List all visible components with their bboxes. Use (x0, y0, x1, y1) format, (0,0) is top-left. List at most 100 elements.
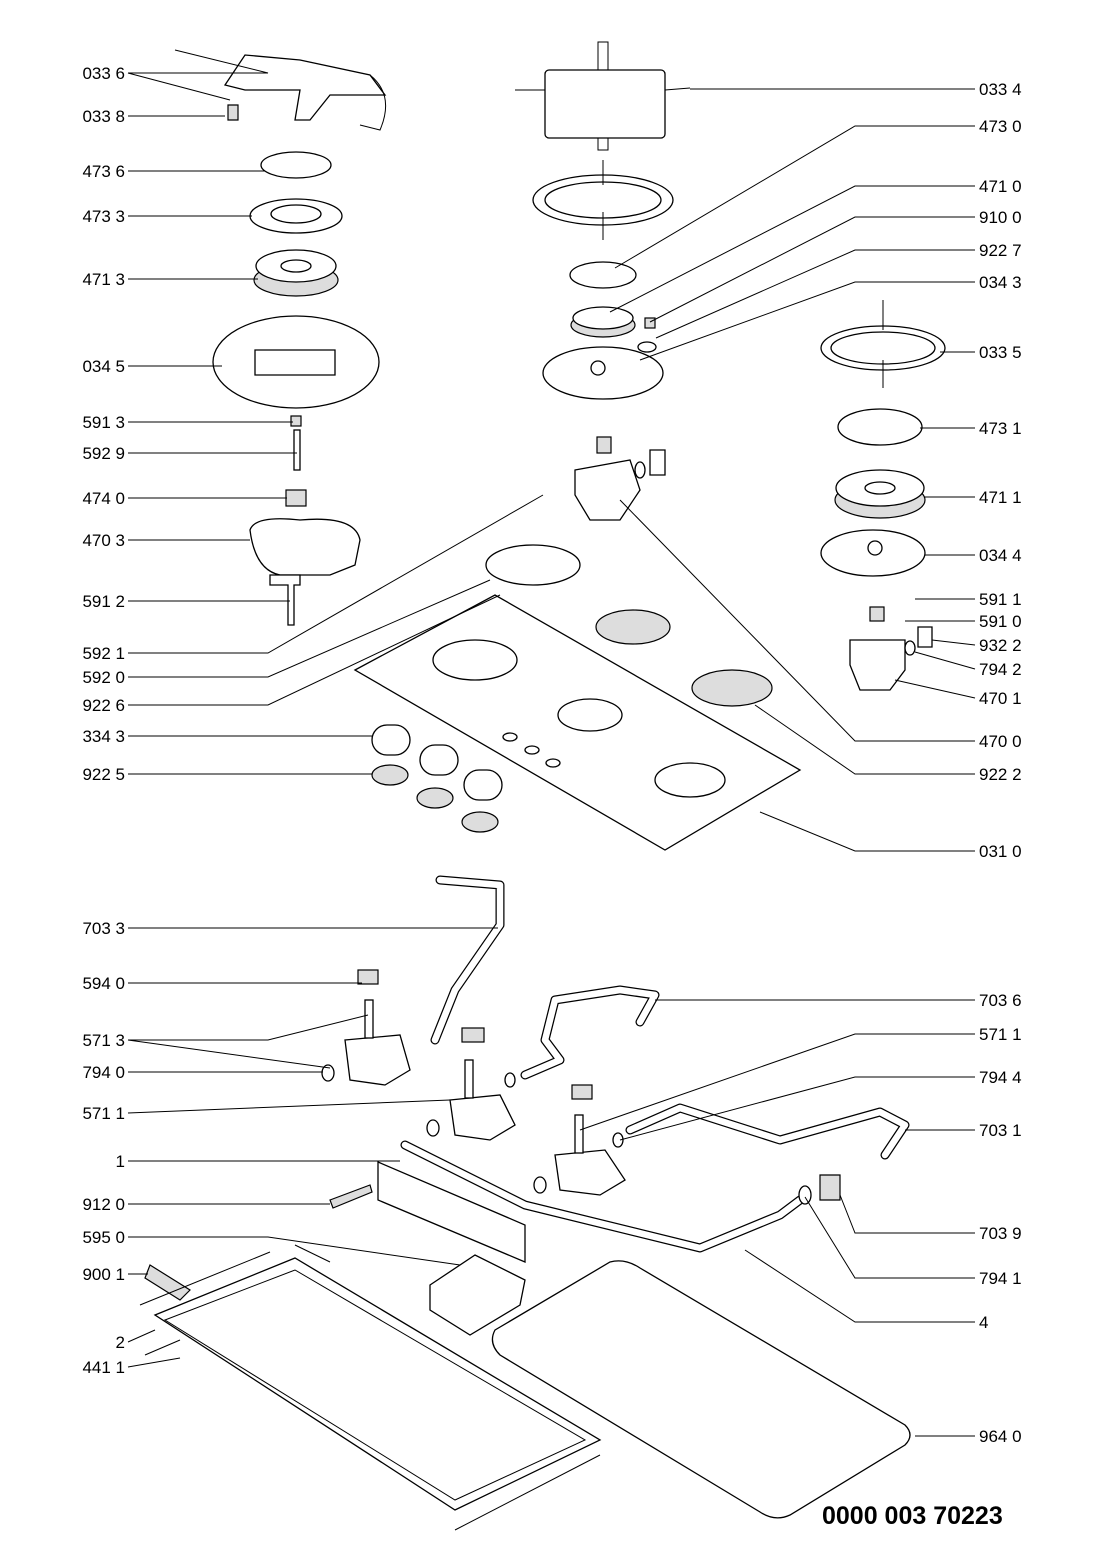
leader-line (619, 499, 975, 742)
leader-line (128, 594, 501, 706)
part-label: 922 6 (82, 696, 125, 715)
part-label: 592 0 (82, 668, 125, 687)
injector-right (869, 606, 885, 622)
leader-line (614, 125, 975, 269)
part-label: 703 1 (979, 1121, 1022, 1140)
leader-line (127, 1039, 331, 1069)
burner-plate-right (820, 529, 926, 577)
clip-right (917, 626, 933, 648)
part-label: 922 2 (979, 765, 1022, 784)
part-label: 2 (116, 1333, 125, 1352)
leader-line (639, 281, 975, 361)
part-label: 471 3 (82, 270, 125, 289)
part-label: 473 0 (979, 117, 1022, 136)
part-label: 474 0 (82, 489, 125, 508)
part-label: 591 0 (979, 612, 1022, 631)
burner-ring-ring (249, 198, 343, 234)
leader-line (127, 1357, 181, 1368)
burner-head-right (834, 469, 926, 519)
knobs (371, 724, 503, 833)
part-label: 473 3 (82, 207, 125, 226)
part-label: 964 0 (979, 1427, 1022, 1446)
leader-line (619, 1076, 975, 1141)
leader-line (744, 1249, 975, 1323)
part-label: 595 0 (82, 1228, 125, 1247)
washer (637, 341, 657, 353)
part-label: 470 3 (82, 531, 125, 550)
part-label: 591 3 (82, 413, 125, 432)
leader-line (128, 494, 544, 654)
spring-clip (649, 449, 666, 476)
part-label: 703 3 (82, 919, 125, 938)
injector (285, 489, 307, 507)
leader-line (839, 1194, 975, 1234)
part-label: 033 4 (979, 80, 1022, 99)
clamp (144, 1264, 191, 1301)
electrode-clip (290, 415, 302, 427)
leader-line (804, 1196, 975, 1279)
wok-support (515, 41, 691, 151)
part-label: 703 9 (979, 1224, 1022, 1243)
seal-large (485, 544, 581, 586)
part-label: 471 1 (979, 488, 1022, 507)
seal-ring-right (904, 640, 916, 656)
burner-plate-center (542, 346, 664, 400)
gas-valves (321, 969, 626, 1196)
seal-ring (634, 461, 646, 479)
part-label: 473 1 (979, 419, 1022, 438)
burner-cap-center (569, 261, 637, 289)
part-label: 033 8 (82, 107, 125, 126)
part-label: 034 5 (82, 357, 125, 376)
part-label: 794 0 (82, 1063, 125, 1082)
burner-base (249, 518, 361, 576)
foot-part (227, 104, 239, 121)
pan-support-center (532, 160, 674, 240)
part-label: 794 2 (979, 660, 1022, 679)
bottom-tray (139, 1244, 602, 1531)
burner-head-center (570, 306, 636, 338)
part-label: 592 1 (82, 644, 125, 663)
leader-line (655, 249, 975, 339)
part-label: 471 0 (979, 177, 1022, 196)
leader-line (127, 1329, 156, 1343)
part-label: 031 0 (979, 842, 1022, 861)
seal-center (595, 609, 671, 645)
burner-cap-small (260, 151, 332, 179)
part-label: 922 7 (979, 241, 1022, 260)
part-label: 794 1 (979, 1269, 1022, 1288)
leader-line (609, 185, 975, 313)
part-label: 571 1 (979, 1025, 1022, 1044)
part-label: 910 0 (979, 208, 1022, 227)
part-label: 1 (116, 1152, 125, 1171)
part-label: 033 6 (82, 64, 125, 83)
leader-line (128, 1014, 369, 1041)
gasket-frame (491, 1260, 911, 1519)
electrode (293, 429, 301, 471)
part-label: 033 5 (979, 343, 1022, 362)
gas-pipes (400, 875, 910, 1253)
valve-bracket (377, 1161, 526, 1263)
part-label: 922 5 (82, 765, 125, 784)
part-label: 594 0 (82, 974, 125, 993)
diagram-code: 0000 003 70223 (822, 1502, 1003, 1530)
thermocouple (269, 574, 301, 626)
part-label: 571 3 (82, 1031, 125, 1050)
leader-line (128, 1236, 461, 1266)
seal-right (691, 669, 773, 707)
part-label: 703 6 (979, 991, 1022, 1010)
leader-line (931, 639, 976, 646)
part-label: 4 (979, 1313, 988, 1332)
leader-line (649, 216, 975, 323)
part-label: 470 0 (979, 732, 1022, 751)
part-label: 034 3 (979, 273, 1022, 292)
part-label: 794 4 (979, 1068, 1022, 1087)
cooktop-plate (353, 594, 802, 851)
burner-base-center (574, 459, 641, 521)
burner-plate (212, 315, 380, 409)
part-label: 591 2 (82, 592, 125, 611)
part-label: 571 1 (82, 1104, 125, 1123)
injector-center (596, 436, 612, 454)
